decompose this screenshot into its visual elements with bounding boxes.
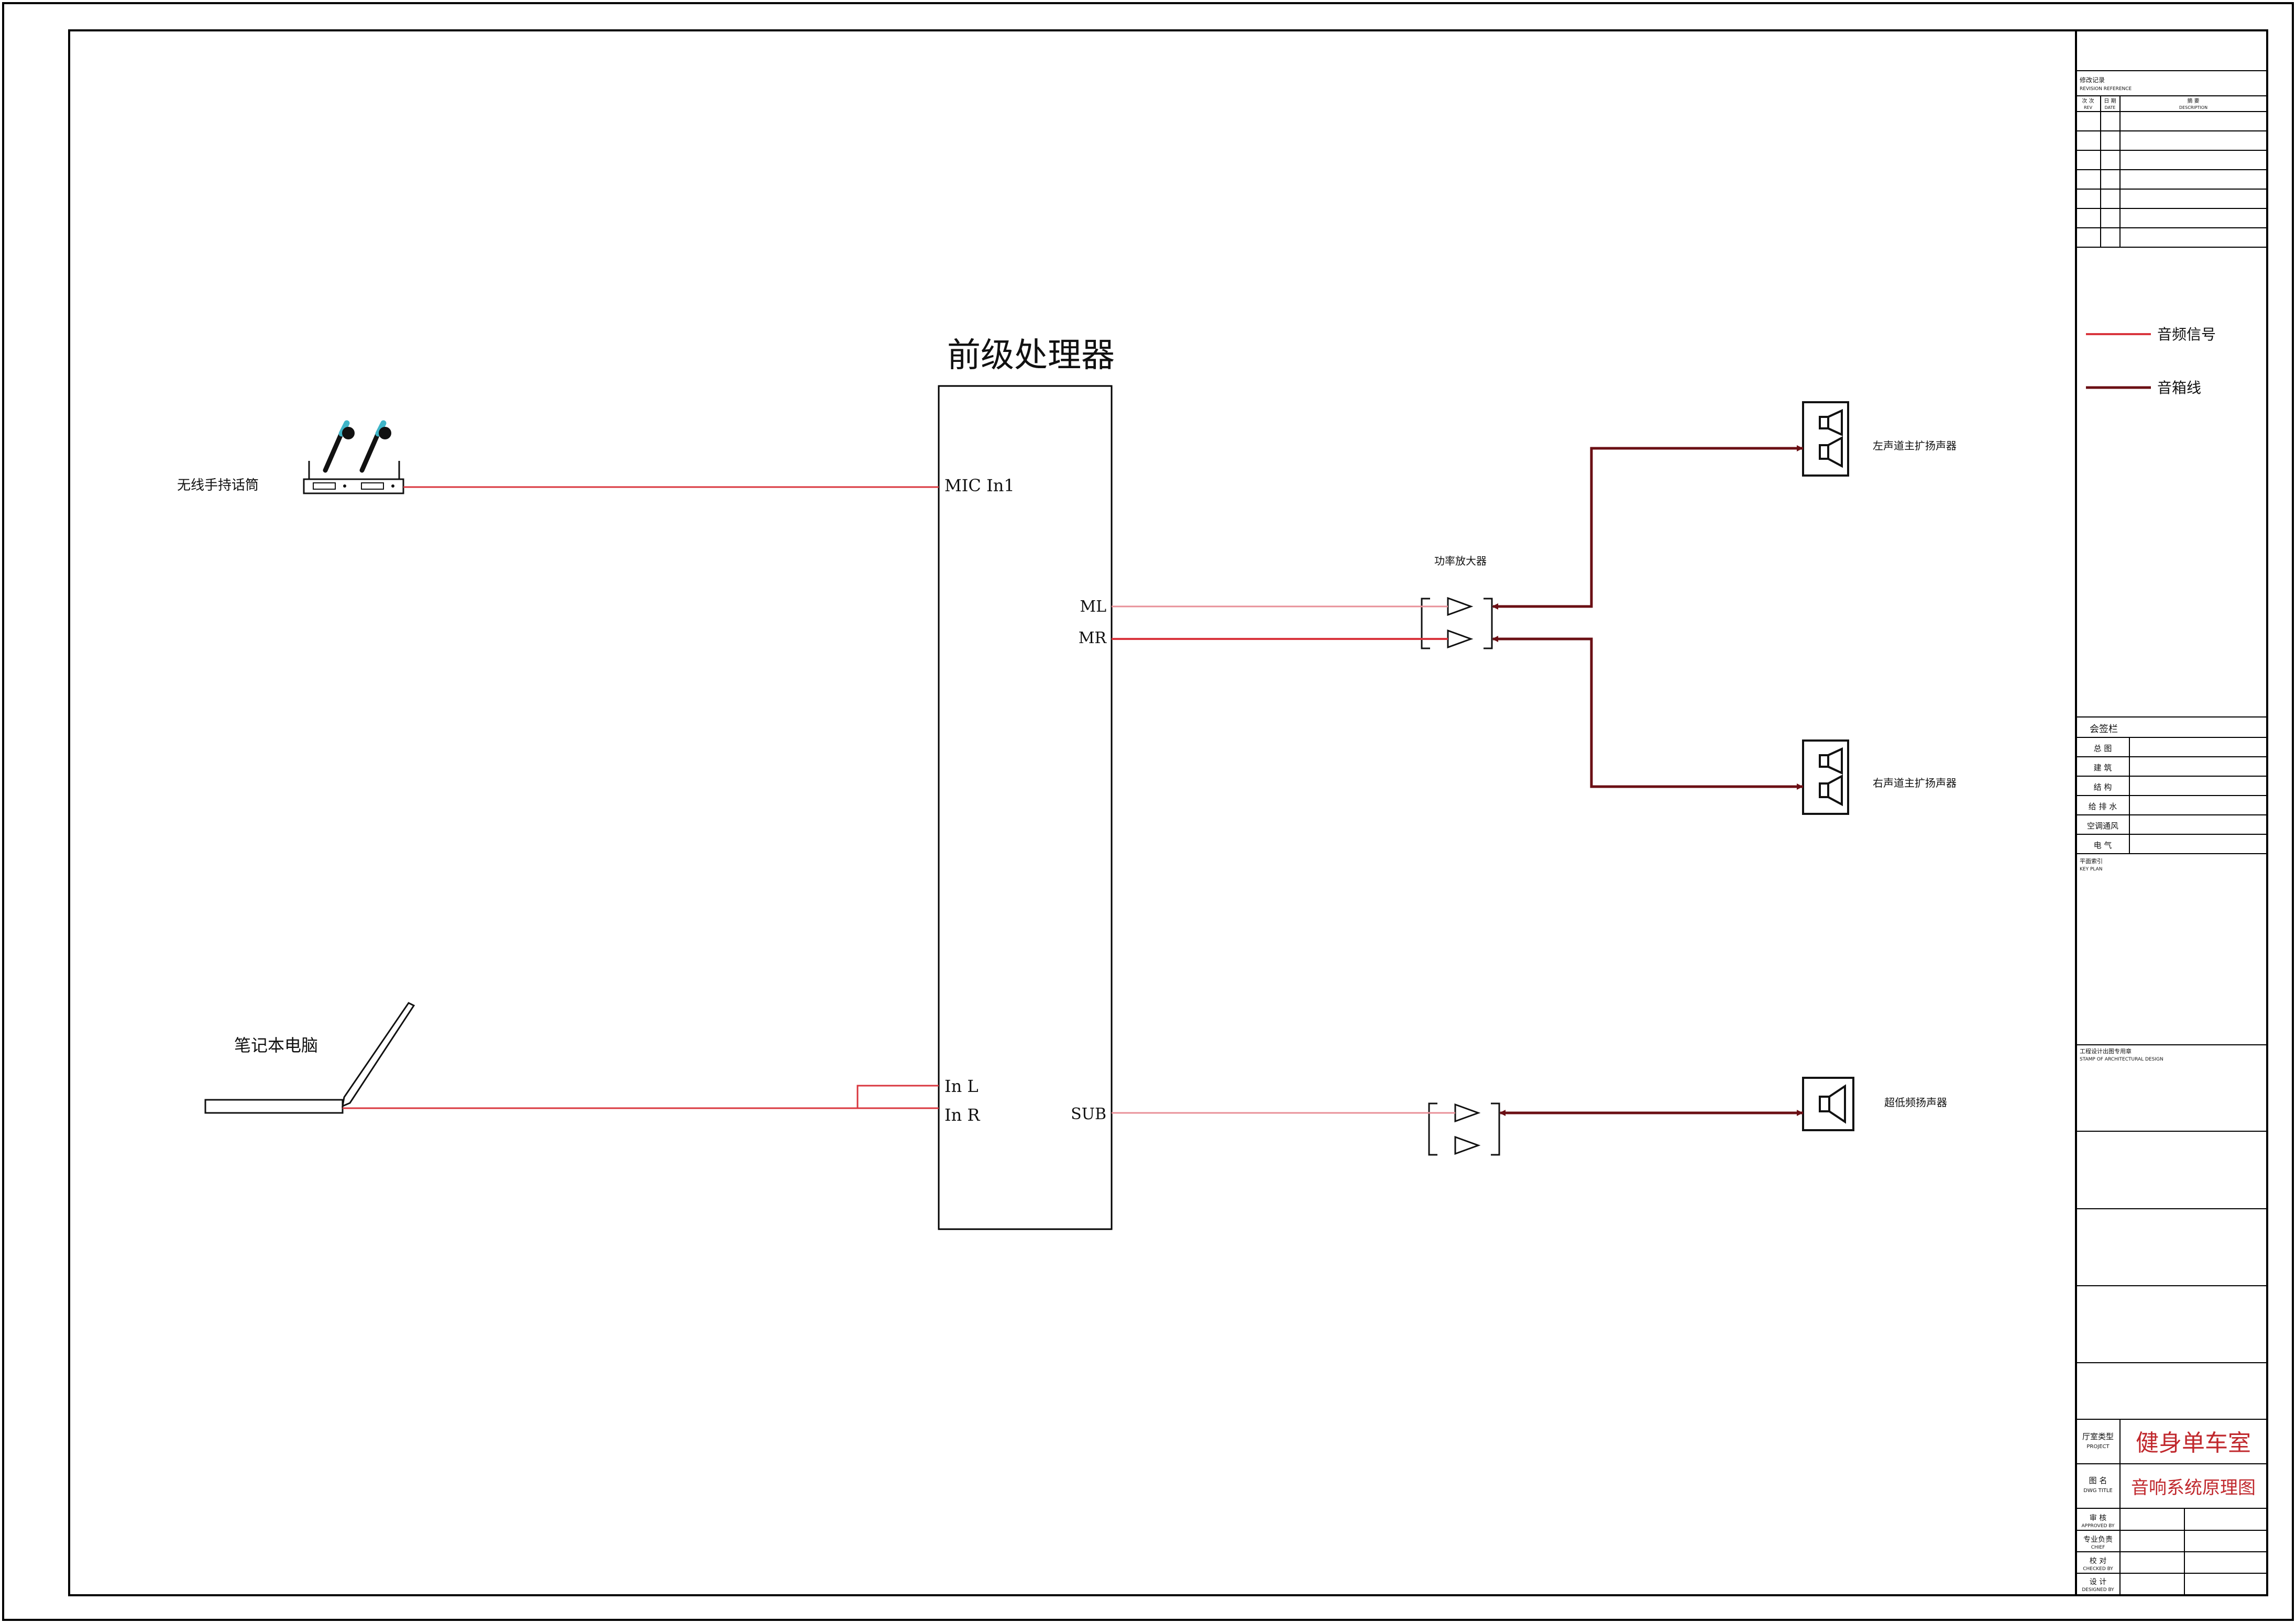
subwoofer-icon — [1802, 1077, 1854, 1131]
port-in-r: In R — [944, 1105, 980, 1125]
speaker-right-label: 右声道主扩扬声器 — [1873, 777, 1957, 789]
speaker-sub: 超低频扬声器 — [1802, 1077, 1947, 1131]
receiver-unit-icon — [303, 461, 404, 494]
inner-frame — [68, 29, 2268, 1596]
drawing-label-en: DWG TITLE — [2083, 1488, 2113, 1494]
speaker-sub-label: 超低频扬声器 — [1884, 1096, 1947, 1109]
port-mic-in: MIC In1 — [944, 476, 1015, 495]
project-label-cn: 厅室类型 — [2082, 1432, 2114, 1441]
cable-amp-to-left — [1493, 447, 1803, 608]
sub-amp-icon — [1428, 1102, 1500, 1156]
processor-title: 前级处理器 — [947, 336, 1115, 375]
approval-label-en: APPROVED BY — [2081, 1523, 2115, 1529]
key-plan-label-cn: 平面索引 — [2080, 857, 2103, 865]
revision-table: 修改记录 REVISION REFERENCE 次 次 REV 日 期 DATE… — [2080, 76, 2207, 110]
speaker-right: 右声道主扩扬声器 — [1802, 739, 1957, 815]
cable-arrowheads — [1492, 445, 1803, 1116]
key-plan-label-en: KEY PLAN — [2080, 867, 2102, 872]
project-name: 健身单车室 — [2136, 1430, 2251, 1456]
revision-col-rev-en: REV — [2084, 105, 2093, 110]
speaker-icon — [1802, 401, 1849, 477]
amplifier-label: 功率放大器 — [1434, 555, 1487, 567]
wiring-legend: 音频信号 音箱线 — [2086, 326, 2216, 396]
signoff-row: 给 排 水 — [2089, 802, 2117, 811]
revision-title-en: REVISION REFERENCE — [2080, 86, 2132, 92]
stamp-label-cn: 工程设计出图专用章 — [2080, 1047, 2132, 1055]
wireless-mic-receiver: 无线手持话筒 — [177, 420, 404, 494]
processor-box — [938, 385, 1113, 1230]
approval-label-cn: 校 对 — [2090, 1556, 2106, 1565]
project-info: 厅室类型 PROJECT 健身单车室 图 名 DWG TITLE 音响系统原理图 — [2082, 1430, 2256, 1498]
laptop: 笔记本电脑 — [204, 1002, 415, 1114]
title-block — [2076, 70, 2267, 1595]
cable-amp-to-right — [1493, 637, 1803, 788]
wire-laptop-to-in-l — [856, 1085, 939, 1108]
speaker-left-label: 左声道主扩扬声器 — [1873, 439, 1957, 452]
laptop-icon — [204, 1002, 415, 1114]
signoff-row: 空调通风 — [2087, 821, 2118, 831]
main-amp-icon — [1421, 597, 1493, 649]
approval-label-en: CHIEF — [2091, 1545, 2105, 1550]
power-amplifier: 功率放大器 — [1421, 555, 1500, 1156]
audio-signal-wiring — [343, 486, 1455, 1114]
signoff-row: 结 构 — [2094, 782, 2112, 792]
approval-label-cn: 审 核 — [2090, 1514, 2106, 1522]
signoff-table: 会签栏 总 图 建 筑 结 构 给 排 水 空调通风 电 气 — [2087, 724, 2118, 850]
signoff-title: 会签栏 — [2090, 724, 2118, 735]
approval-label-cn: 设 计 — [2090, 1578, 2106, 1586]
signoff-row: 电 气 — [2094, 841, 2112, 850]
project-label-en: PROJECT — [2086, 1444, 2110, 1450]
signoff-row: 总 图 — [2094, 744, 2112, 753]
revision-col-date-en: DATE — [2105, 105, 2116, 110]
drawing-title: 音响系统原理图 — [2131, 1477, 2256, 1498]
approval-label-en: CHECKED BY — [2083, 1566, 2113, 1572]
legend-label-audio: 音频信号 — [2157, 326, 2216, 343]
revision-col-desc-en: DESCRIPTION — [2179, 105, 2207, 110]
revision-col-desc-cn: 摘 要 — [2187, 97, 2199, 104]
port-mr: MR — [1079, 629, 1107, 647]
preamp-processor: 前级处理器 MIC In1 In L In R ML MR SUB — [938, 336, 1115, 1230]
speaker-left: 左声道主扩扬声器 — [1802, 401, 1957, 477]
port-sub: SUB — [1071, 1105, 1106, 1123]
signoff-row: 建 筑 — [2094, 763, 2112, 772]
wireless-mic-label: 无线手持话筒 — [177, 478, 259, 493]
port-ml: ML — [1080, 598, 1106, 616]
speaker-cable-wiring — [1493, 447, 1803, 1114]
revision-title-cn: 修改记录 — [2080, 76, 2105, 84]
approvals: 审 核 APPROVED BY 专业负责 CHIEF 校 对 CHECKED B… — [2081, 1514, 2115, 1593]
approval-label-en: DESIGNED BY — [2082, 1587, 2114, 1593]
revision-col-date-cn: 日 期 — [2104, 98, 2116, 104]
laptop-label: 笔记本电脑 — [234, 1035, 318, 1055]
speaker-icon — [1802, 739, 1849, 815]
microphone-icon — [323, 420, 391, 473]
revision-col-rev-cn: 次 次 — [2082, 97, 2094, 104]
port-in-l: In L — [944, 1076, 979, 1096]
legend-label-speaker: 音箱线 — [2157, 379, 2201, 396]
approval-label-cn: 专业负责 — [2083, 1536, 2113, 1544]
drawing-label-cn: 图 名 — [2089, 1476, 2107, 1485]
stamp-label-en: STAMP OF ARCHITECTURAL DESIGN — [2080, 1057, 2163, 1062]
